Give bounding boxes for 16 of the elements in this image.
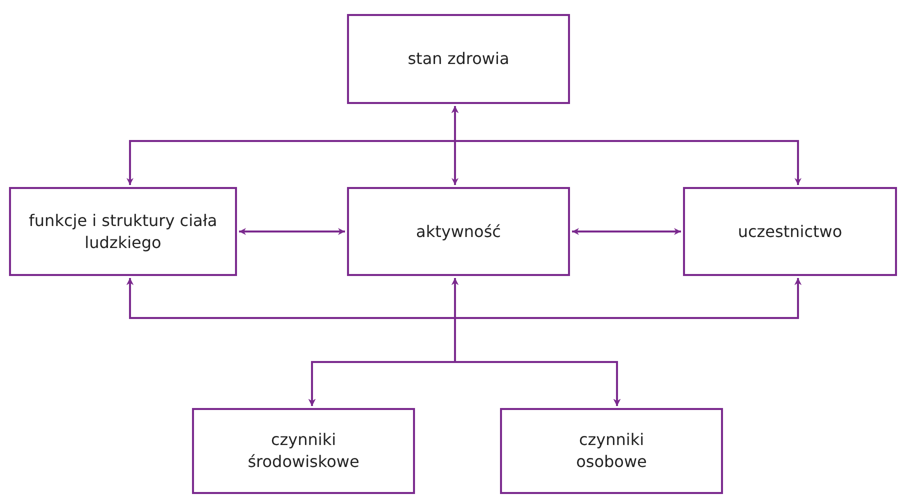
arrow — [572, 228, 681, 235]
box-label: czynniki osobowe — [575, 429, 648, 473]
box-label: czynniki środowiskowe — [246, 429, 360, 473]
label-box — [683, 187, 897, 276]
label-box — [347, 14, 570, 104]
arrow — [454, 278, 802, 406]
arrow — [239, 228, 345, 235]
box-label: stan zdrowia — [406, 48, 510, 70]
arrow — [452, 106, 802, 185]
label-box — [9, 187, 237, 276]
box-label: funkcje i struktury ciała ludzkiego — [28, 210, 218, 254]
box-label: aktywność — [415, 220, 502, 242]
box-label: uczestnictwo — [736, 220, 844, 242]
label-box — [192, 408, 415, 494]
label-box — [500, 408, 723, 494]
label-box — [347, 187, 570, 276]
